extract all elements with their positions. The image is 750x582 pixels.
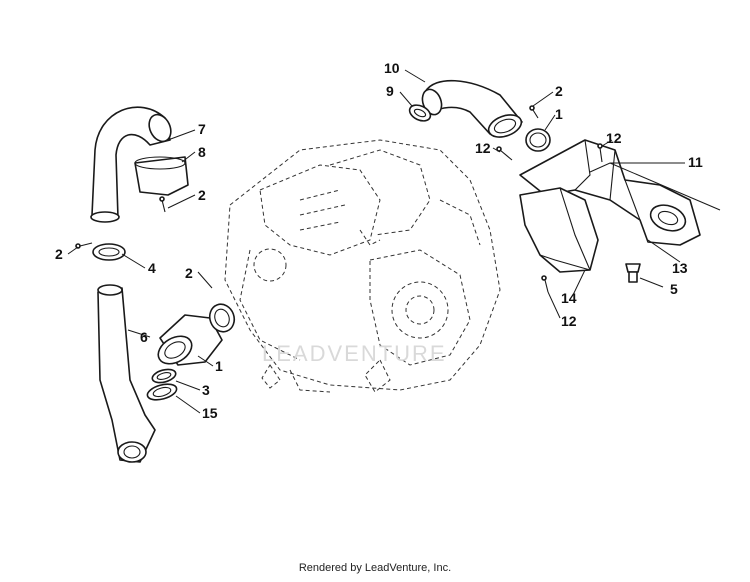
part-upper-elbow-tube[interactable]	[90, 106, 175, 223]
part-10-duct[interactable]	[419, 79, 524, 142]
part-9-clamp[interactable]	[407, 102, 433, 124]
engine-outline	[224, 139, 501, 393]
callout-1: 1	[215, 358, 223, 374]
callout-12: 12	[475, 140, 491, 156]
part-2-screw-clamp[interactable]	[75, 242, 93, 249]
part-1-coupler[interactable]	[153, 314, 223, 369]
part-2-clamp-mid[interactable]	[206, 301, 238, 336]
callout-3: 3	[202, 382, 210, 398]
part-2-screw-top[interactable]	[529, 105, 539, 119]
watermark: LEADVENTURE	[262, 341, 447, 366]
callout-15: 15	[202, 405, 218, 421]
callout-13: 13	[672, 260, 688, 276]
part-5-screw[interactable]	[625, 263, 641, 283]
callout-4: 4	[148, 260, 156, 276]
part-14-intake-boot[interactable]	[519, 187, 599, 273]
part-2-screw-left[interactable]	[159, 196, 166, 213]
callout-12: 12	[606, 130, 622, 146]
callout-2: 2	[198, 187, 206, 203]
part-12-screw-c[interactable]	[541, 275, 549, 293]
footer-credit: Rendered by LeadVenture, Inc.	[298, 562, 452, 574]
callout-2: 2	[185, 265, 193, 281]
callout-14: 14	[561, 290, 577, 306]
callout-5: 5	[670, 281, 678, 297]
callout-9: 9	[386, 83, 394, 99]
part-11-intake-housing[interactable]	[519, 139, 701, 246]
callout-labels: 10 9 2 1 12 12 11 13 5 14 12 7 8 2 2 4 6…	[55, 60, 703, 421]
callout-11: 11	[688, 154, 703, 170]
part-15-clamp[interactable]	[146, 381, 179, 402]
callout-6: 6	[140, 329, 148, 345]
callout-12: 12	[561, 313, 577, 329]
callout-2: 2	[555, 83, 563, 99]
part-8-boot[interactable]	[134, 156, 189, 196]
callout-2: 2	[55, 246, 63, 262]
leader-lines	[67, 69, 721, 414]
callout-8: 8	[198, 144, 206, 160]
callout-10: 10	[384, 60, 400, 76]
callout-1: 1	[555, 106, 563, 122]
part-6-lower-tube[interactable]	[97, 284, 156, 463]
callout-7: 7	[198, 121, 206, 137]
part-3-clamp[interactable]	[151, 367, 177, 385]
part-12-screw-b[interactable]	[597, 143, 603, 163]
part-1-clamp-top[interactable]	[525, 128, 551, 152]
part-4-clamp[interactable]	[92, 243, 126, 261]
part-12-screw-a[interactable]	[496, 146, 513, 161]
